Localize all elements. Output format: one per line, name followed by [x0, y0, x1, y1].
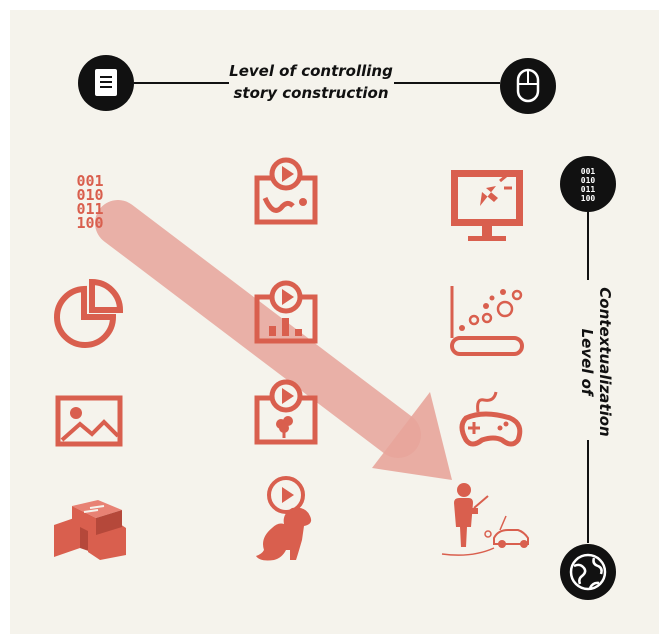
video-dog-icon — [256, 476, 312, 561]
video-bar-chart-icon — [254, 280, 318, 344]
binary-row-1: 001 — [581, 167, 596, 176]
right-axis-label-line1: Level of — [578, 329, 596, 398]
top-axis-label-line1: Level of controlling — [229, 62, 393, 80]
mouse-icon — [500, 58, 556, 114]
remote-control-car-icon — [441, 483, 529, 556]
globe-icon — [560, 544, 616, 600]
monitor-cursor-icon — [451, 170, 523, 241]
binary-row-3: 011 — [581, 185, 596, 194]
right-axis-label-line2: Contextualization — [596, 287, 614, 436]
binary-data-icon: 001 010 011 100 — [560, 156, 616, 212]
document-icon — [78, 55, 134, 111]
stacked-bricks-icon — [54, 500, 126, 560]
binary-data-icon: 001 010 011 100 — [76, 172, 103, 232]
binary-row-4: 100 — [581, 194, 596, 203]
binary-line-2: 010 — [76, 186, 103, 204]
gamepad-icon — [459, 391, 523, 447]
scatter-plot-icon — [450, 286, 524, 356]
video-tree-icon — [254, 379, 318, 445]
image-icon — [55, 395, 123, 447]
video-line-chart-icon — [254, 157, 318, 225]
binary-line-1: 001 — [76, 172, 103, 190]
binary-line-3: 011 — [76, 200, 103, 218]
binary-line-4: 100 — [76, 214, 103, 232]
pie-chart-icon — [54, 278, 124, 348]
top-axis-label-line2: story construction — [233, 84, 388, 102]
binary-row-2: 010 — [581, 176, 596, 185]
top-axis: Level of controlling story construction — [78, 55, 556, 114]
right-axis: Level of Contextualization 001 010 011 1… — [560, 156, 616, 600]
